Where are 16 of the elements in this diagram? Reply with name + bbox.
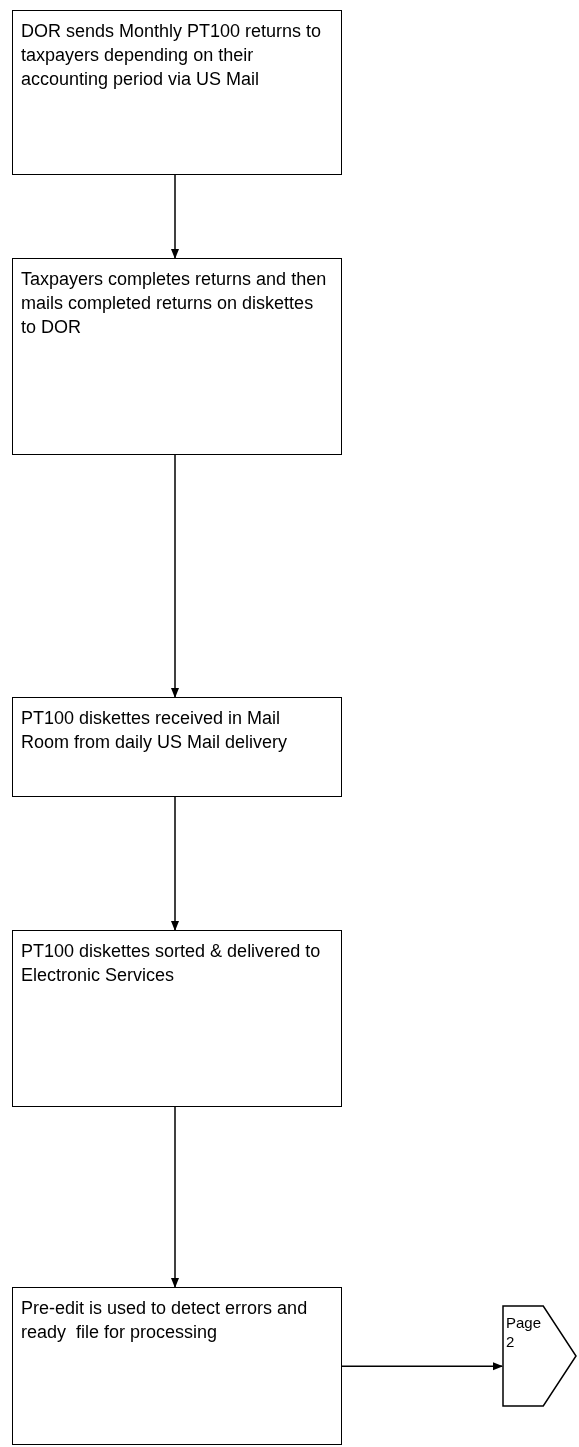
process-box bbox=[12, 930, 342, 1107]
process-box bbox=[12, 1287, 342, 1445]
step-text: PT100 diskettes received in Mail Room from daily US Mail delivery bbox=[21, 707, 289, 754]
arrow bbox=[171, 796, 179, 931]
step-text: DOR sends Monthly PT100 returns to taxpayers depending on their accounting period via US Mail bbox=[21, 20, 323, 91]
arrow bbox=[171, 454, 179, 698]
step-text: PT100 diskettes sorted & delivered to Electronic Services bbox=[21, 940, 322, 987]
arrow bbox=[171, 1106, 179, 1288]
arrow bbox=[341, 1362, 503, 1371]
process-box bbox=[12, 697, 342, 797]
step-text: Pre-edit is used to detect errors and ready file for processing bbox=[21, 1297, 309, 1344]
arrow bbox=[171, 174, 179, 259]
process-box bbox=[12, 10, 342, 175]
step-text: Taxpayers completes returns and then mails completed returns on diskettes to DOR bbox=[21, 268, 328, 339]
page-reference: Page 2 bbox=[506, 1313, 543, 1351]
process-box bbox=[12, 258, 342, 455]
